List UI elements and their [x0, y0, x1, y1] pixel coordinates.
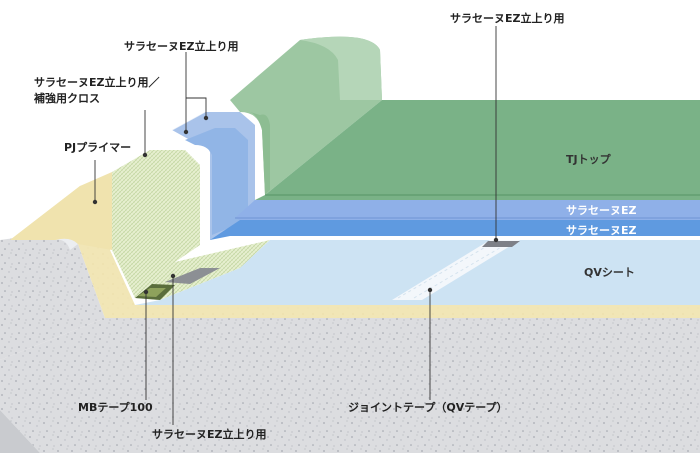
label-joint-tape: ジョイントテープ（QVテープ）	[348, 401, 508, 414]
label-ez-1: サラセーヌEZ	[566, 204, 637, 217]
tj-top-wall-face	[300, 36, 382, 100]
label-top-center-ez: サラセーヌEZ立上り用	[124, 40, 239, 53]
label-pj-primer: PJプライマー	[64, 141, 132, 154]
concrete-slab-front	[0, 410, 40, 453]
concrete-upstand	[0, 232, 105, 360]
leader-dots	[92, 115, 499, 295]
ez-layer-2-floor	[210, 220, 700, 240]
pj-primer-wall	[10, 172, 112, 250]
joint-tape-head	[482, 241, 520, 247]
label-ez-2: サラセーヌEZ	[566, 224, 637, 237]
ez-layer-1-floor	[235, 200, 700, 220]
ez-blue-wall-inner	[185, 128, 248, 235]
reinforce-cloth-wall	[112, 150, 200, 298]
tj-top-wall-round	[250, 112, 270, 195]
concrete-slab-top	[0, 318, 700, 453]
tj-top-floor	[255, 100, 700, 200]
label-mb-tape: MBテープ100	[78, 401, 153, 414]
label-ez-reinforce-line2: 補強用クロス	[34, 92, 100, 105]
label-qv-sheet: QVシート	[584, 266, 635, 279]
label-top-right-ez: サラセーヌEZ立上り用	[450, 12, 565, 25]
leader-lines	[94, 26, 497, 425]
label-bottom-ez: サラセーヌEZ立上り用	[152, 428, 267, 441]
qv-sheet-layer	[135, 240, 700, 305]
label-tj-top: TJトップ	[566, 153, 611, 166]
ez-upstand-patch	[165, 268, 220, 284]
label-ez-reinforce-line1: サラセーヌEZ立上り用／	[34, 76, 160, 89]
